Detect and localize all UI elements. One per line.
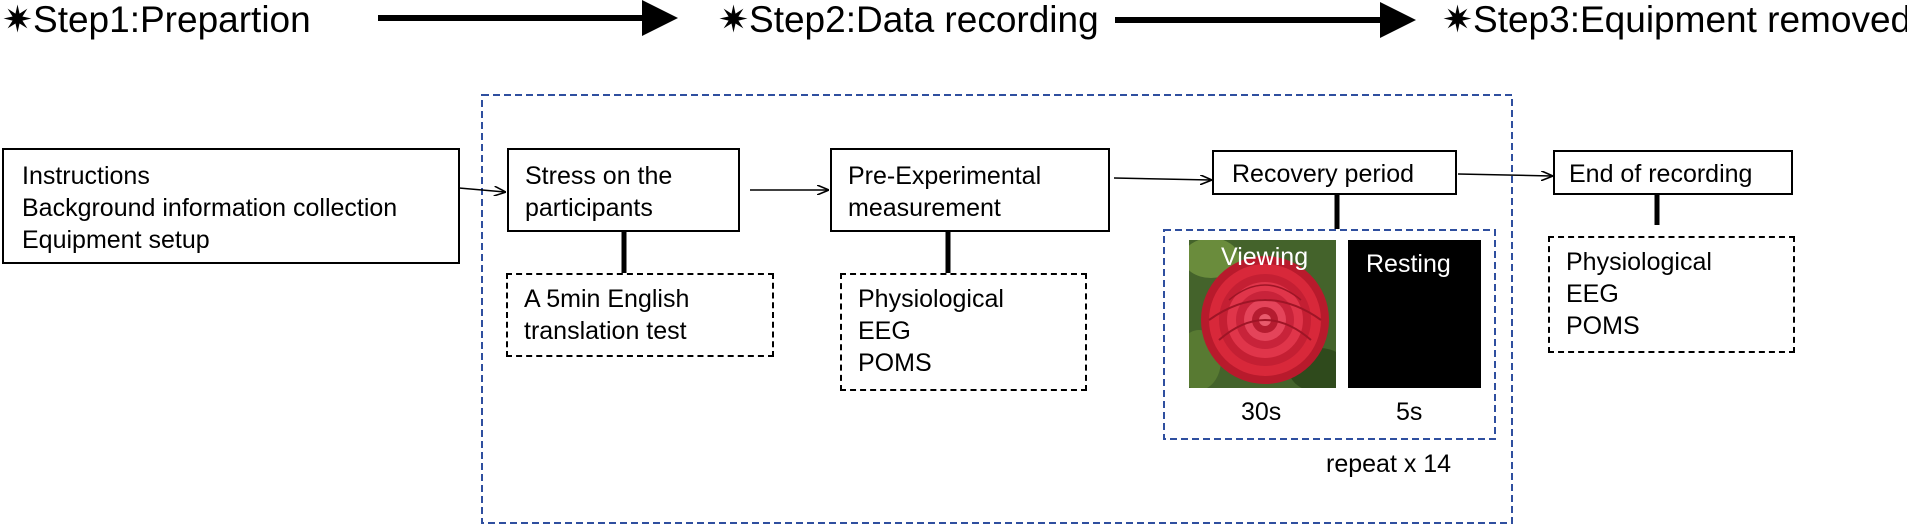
equipment-setup-line: Equipment setup xyxy=(22,226,210,254)
pre-measure-eeg: EEG xyxy=(858,317,911,345)
stress-detail-box: A 5min English translation test xyxy=(506,273,774,357)
step3-header: ✷Step3:Equipment removed xyxy=(1442,0,1907,40)
data-recording-frame xyxy=(481,94,1513,524)
background-collection-line: Background information collection xyxy=(22,194,398,222)
step3-label: Step3:Equipment removed xyxy=(1473,0,1907,40)
star-icon: ✷ xyxy=(1442,0,1474,40)
arrow-recovery-to-end xyxy=(1457,174,1552,176)
pre-experimental-line-2: measurement xyxy=(848,194,1001,222)
pre-measure-poms: POMS xyxy=(858,349,932,377)
recovery-box: Recovery period xyxy=(1212,150,1457,195)
end-measures-box: Physiological EEG POMS xyxy=(1548,236,1795,353)
pre-measures-box: Physiological EEG POMS xyxy=(840,273,1087,391)
viewing-duration: 30s xyxy=(1241,398,1282,426)
resting-duration: 5s xyxy=(1396,398,1423,426)
viewing-label: Viewing xyxy=(1221,243,1309,271)
viewing-image: Viewing xyxy=(1189,240,1336,388)
stress-detail-line-2: translation test xyxy=(524,317,687,345)
step1-label: Step1:Prepartion xyxy=(33,0,311,40)
stress-box: Stress on the participants xyxy=(507,148,740,232)
end-measure-physiological: Physiological xyxy=(1566,248,1712,276)
resting-image: Resting xyxy=(1348,240,1481,388)
stress-line-1: Stress on the xyxy=(525,162,673,190)
pre-measure-physiological: Physiological xyxy=(858,285,1004,313)
resting-label: Resting xyxy=(1366,250,1451,278)
recovery-detail-frame xyxy=(1163,229,1496,440)
repeat-count: repeat x 14 xyxy=(1326,450,1452,478)
end-measure-poms: POMS xyxy=(1566,312,1640,340)
instructions-line: Instructions xyxy=(22,162,150,190)
recovery-label: Recovery period xyxy=(1232,160,1415,188)
step2-header: ✷Step2:Data recording xyxy=(718,0,1099,40)
pre-experimental-box: Pre-Experimental measurement xyxy=(830,148,1110,232)
arrow-pre-to-recovery xyxy=(1113,178,1211,180)
star-icon: ✷ xyxy=(2,0,34,40)
instructions-box: Instructions Background information coll… xyxy=(2,148,460,264)
step1-header: ✷Step1:Prepartion xyxy=(2,0,311,40)
arrow-instructions-to-stress xyxy=(458,188,505,192)
stress-detail-line-1: A 5min English xyxy=(524,285,690,313)
step2-label: Step2:Data recording xyxy=(749,0,1099,40)
star-icon: ✷ xyxy=(718,0,750,40)
stress-line-2: participants xyxy=(525,194,653,222)
pre-experimental-line-1: Pre-Experimental xyxy=(848,162,1042,190)
camellia-flower-icon xyxy=(1189,240,1336,388)
end-measure-eeg: EEG xyxy=(1566,280,1619,308)
end-of-recording-box: End of recording xyxy=(1553,150,1793,195)
end-of-recording-label: End of recording xyxy=(1569,160,1753,188)
